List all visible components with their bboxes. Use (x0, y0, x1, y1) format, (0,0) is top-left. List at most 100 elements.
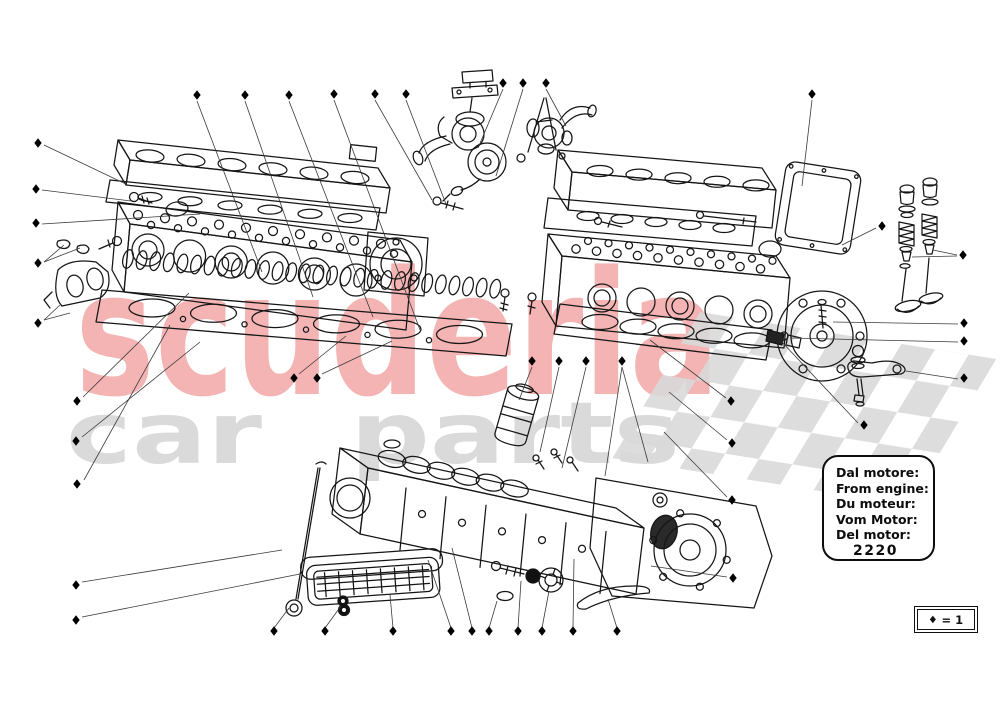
leader-line (517, 580, 522, 629)
left-thermostat-flange (363, 231, 429, 297)
leader-line (43, 304, 61, 321)
part-marker-diamond (447, 626, 455, 636)
timing-cover (589, 477, 773, 609)
leader-line (43, 244, 65, 263)
oil-filter (494, 383, 540, 447)
leader-line (333, 99, 421, 331)
part-marker-diamond (960, 336, 968, 346)
part-marker-diamond (389, 626, 397, 636)
camshaft-spring-coil (122, 249, 502, 299)
part-marker-diamond (959, 250, 967, 260)
rocker-arm-assembly (847, 344, 906, 407)
engine-number-info-box: Dal motore: From engine: Du moteur: Vom … (822, 455, 935, 561)
leader-line (663, 431, 728, 498)
leader-line (518, 366, 533, 401)
leader-line (545, 88, 567, 127)
quantity-legend-box: ◆ = 1 (914, 606, 978, 633)
leader-line (668, 391, 728, 441)
water-pump-assembly (412, 69, 597, 202)
valve-assemblies (847, 177, 944, 407)
part-marker-diamond (808, 89, 816, 99)
part-marker-diamond (727, 396, 735, 406)
leader-line (83, 324, 171, 481)
leader-line (81, 573, 301, 618)
leader-line (789, 337, 959, 343)
leader-line (43, 144, 131, 187)
leader-line (539, 366, 560, 453)
leader-line (832, 321, 959, 325)
info-line-german: Vom Motor: (836, 511, 918, 527)
intake-valve (894, 184, 922, 313)
info-line-french: Du moteur: (836, 496, 916, 512)
part-marker-diamond (960, 373, 968, 383)
part-marker-diamond (569, 626, 577, 636)
left-cover-gasket (105, 179, 381, 231)
part-marker-diamond (73, 396, 81, 406)
head-studs (532, 448, 579, 472)
small-seal-ring (496, 590, 514, 602)
engine-number-value: 2220 (853, 542, 898, 559)
part-marker-diamond (538, 626, 546, 636)
leader-line (604, 366, 623, 477)
right-cover-gasket (543, 197, 757, 247)
watermark: scuderia car parts (66, 234, 997, 505)
leader-line (298, 335, 347, 375)
leader-line (324, 605, 342, 629)
dipstick (285, 461, 327, 617)
info-line-english: From engine: (836, 480, 929, 496)
part-marker-diamond (34, 258, 42, 268)
left-head-gasket (95, 289, 513, 357)
part-marker-diamond (728, 495, 736, 505)
part-marker-diamond (32, 184, 40, 194)
info-line-spanish: Del motor: (836, 527, 911, 543)
leader-line (244, 100, 314, 298)
leader-line (488, 600, 498, 629)
leader-line (321, 340, 393, 375)
water-pump-left (412, 69, 507, 202)
leader-line (541, 590, 550, 629)
left-cam-cover (113, 139, 391, 214)
part-marker-diamond (519, 78, 527, 88)
oil-pan-strainer (305, 556, 441, 606)
right-cylinder-head-assembly (541, 149, 868, 382)
leader-line (374, 99, 433, 201)
leader-line (649, 339, 727, 399)
part-marker-diamond (468, 626, 476, 636)
leader-line (905, 370, 959, 380)
quantity-legend-text: = 1 (941, 612, 964, 627)
info-line-italian: Dal motore: (836, 465, 920, 480)
leader-line (43, 247, 81, 263)
part-marker-diamond (613, 626, 621, 636)
part-marker-diamond (193, 90, 201, 100)
part-marker-diamond (241, 90, 249, 100)
part-marker-diamond (514, 626, 522, 636)
leader-line (81, 341, 201, 438)
engine-block (329, 439, 678, 595)
leader-line (196, 100, 263, 273)
part-marker-diamond (73, 479, 81, 489)
part-marker-diamond (34, 318, 42, 328)
leader-line (495, 88, 524, 177)
leader-line (427, 559, 452, 629)
part-marker-diamond (402, 89, 410, 99)
oil-drain-plug (337, 595, 351, 617)
part-marker-diamond (555, 356, 563, 366)
water-pump-right (516, 97, 597, 163)
part-marker-diamond (72, 615, 80, 625)
part-marker-diamond (728, 438, 736, 448)
part-marker-diamond (528, 356, 536, 366)
part-markers (32, 78, 968, 636)
part-marker-diamond (729, 573, 737, 583)
watermark-subtitle-word1: car (66, 384, 263, 484)
right-cylinder-head (541, 216, 791, 349)
part-marker-diamond (32, 218, 40, 228)
leader-line (41, 213, 201, 225)
leader-line (81, 549, 283, 583)
leader-line (389, 594, 394, 629)
right-orings-and-bolts (758, 240, 827, 349)
part-marker-diamond (582, 356, 590, 366)
left-small-parts (43, 191, 537, 315)
leader-line (841, 227, 877, 246)
diamond-marker-icon: ◆ (929, 614, 936, 625)
left-cylinder-head-assembly (43, 139, 537, 357)
